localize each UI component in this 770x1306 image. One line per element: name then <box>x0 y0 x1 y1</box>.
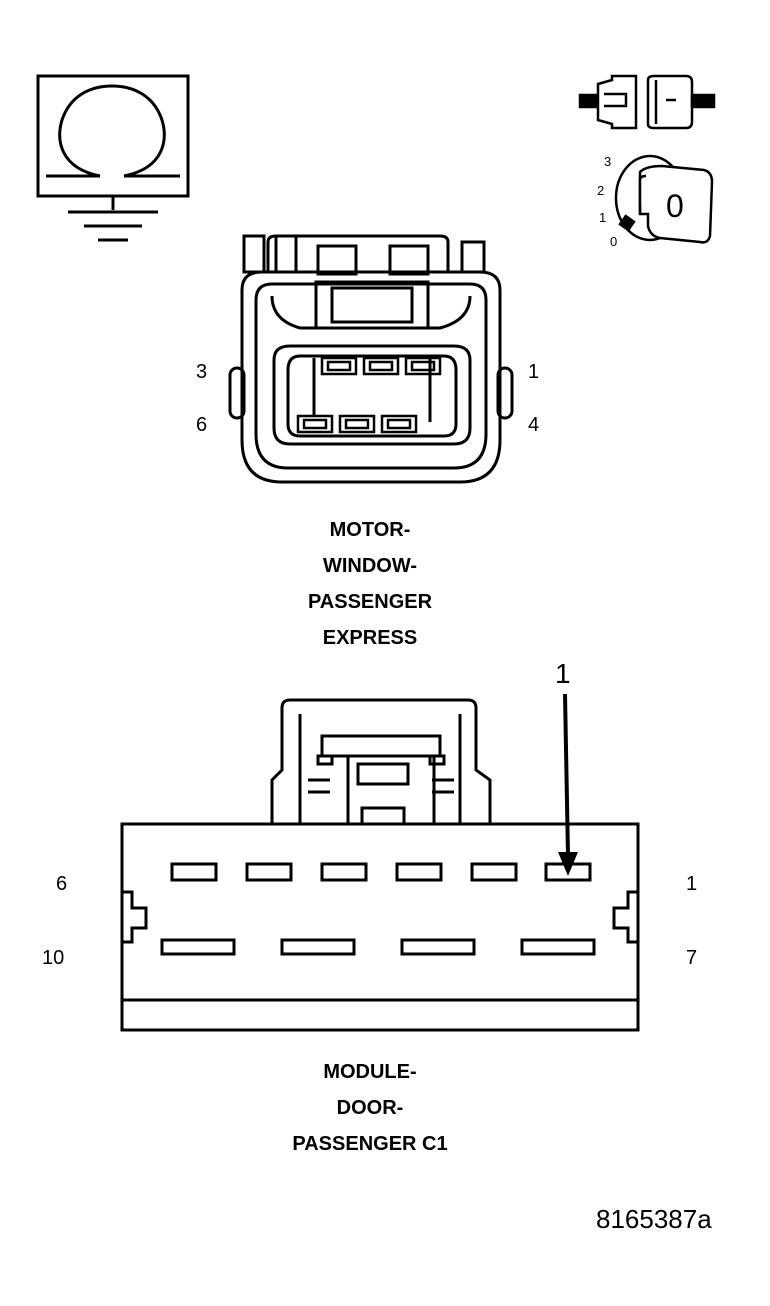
cavity-7 <box>520 938 596 956</box>
c1-pin-label-4: 4 <box>528 414 540 436</box>
cavity-4 <box>320 862 368 882</box>
cavity-4 <box>380 414 418 434</box>
callout-label: 1 <box>555 658 571 689</box>
cavity-1 <box>404 356 442 376</box>
connector-1-title: MOTOR- WINDOW- PASSENGER EXPRESS <box>307 519 433 649</box>
callout-arrow <box>558 693 578 876</box>
ignition-switch-icon <box>614 154 714 244</box>
ohmmeter-icon <box>36 74 190 242</box>
cavity-5 <box>245 862 293 882</box>
cavity-3 <box>320 356 358 376</box>
ignition-position-1: 1 <box>599 210 607 225</box>
connector-2-terminals <box>160 862 596 956</box>
connector-2-title: MODULE- DOOR- PASSENGER C1 <box>292 1061 448 1155</box>
cavity-10 <box>160 938 236 956</box>
cavity-2 <box>470 862 518 882</box>
cavity-5 <box>338 414 376 434</box>
cavity-6 <box>170 862 218 882</box>
cavity-3 <box>395 862 443 882</box>
ignition-position-3: 3 <box>604 154 612 169</box>
cavity-6 <box>296 414 334 434</box>
c2-pin-label-1: 1 <box>686 873 698 895</box>
cavity-8 <box>400 938 476 956</box>
ignition-position-0: 0 <box>610 234 618 249</box>
ignition-key-label: 0 <box>666 188 684 224</box>
c1-pin-label-1: 1 <box>528 361 540 383</box>
c1-pin-label-3: 3 <box>196 361 208 383</box>
c2-pin-label-10: 10 <box>42 947 65 969</box>
cavity-2 <box>362 356 400 376</box>
cavity-9 <box>280 938 356 956</box>
connector-2-housing <box>120 698 640 1032</box>
figure-number: 8165387a <box>596 1204 712 1234</box>
ignition-position-2: 2 <box>597 183 605 198</box>
connector-disconnect-icon <box>578 74 716 130</box>
c2-pin-label-6: 6 <box>56 873 68 895</box>
connector-1-terminals <box>296 356 442 434</box>
connector-1-housing <box>228 234 514 484</box>
c1-pin-label-6: 6 <box>196 414 208 436</box>
c2-pin-label-7: 7 <box>686 947 698 969</box>
